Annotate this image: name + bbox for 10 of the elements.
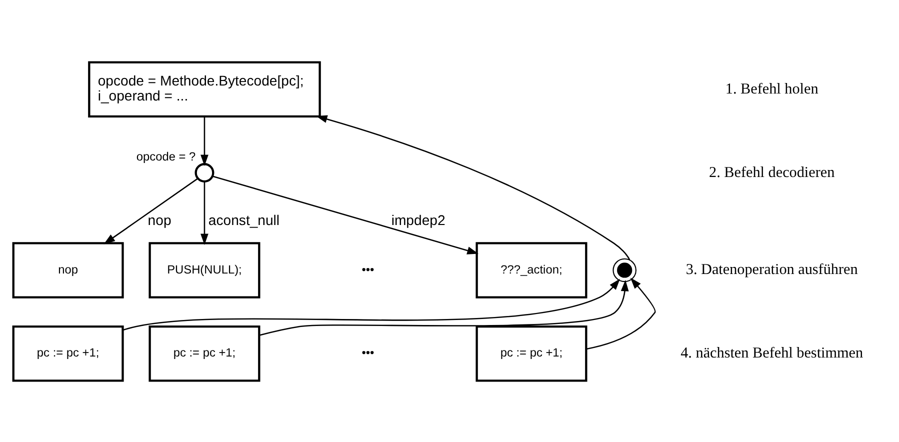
label: 4. nächsten Befehl bestimmen <box>680 344 863 362</box>
label: 1. Befehl holen <box>724 80 818 97</box>
edge-label: nop <box>147 212 171 228</box>
label: ••• <box>361 345 374 360</box>
edge-label: impdep2 <box>390 212 445 228</box>
label: ••• <box>361 262 374 276</box>
label: 3. Datenoperation ausführen <box>685 260 858 278</box>
node-label: opcode = ? <box>136 149 196 164</box>
edge-label: aconst_null <box>208 212 280 228</box>
label: 2. Befehl decodieren <box>708 163 834 180</box>
